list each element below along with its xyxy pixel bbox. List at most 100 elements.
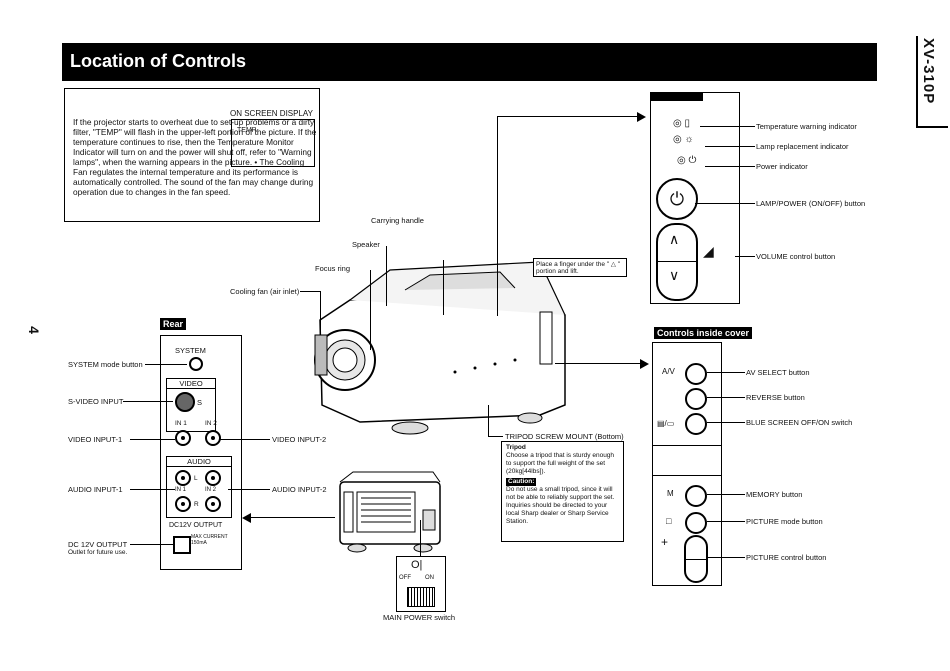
lamp-replacement-label: Lamp replacement indicator	[756, 142, 849, 151]
fan-leader-v	[320, 291, 321, 331]
arrow-head	[637, 112, 646, 122]
video-in2-text: IN 2	[205, 420, 217, 427]
main-power-on-text: ON	[425, 575, 434, 581]
inquiry-text: Inquiries should be directed to your loc…	[506, 502, 609, 525]
main-power-label: MAIN POWER switch	[383, 613, 456, 622]
lamp-leader	[705, 146, 755, 147]
lift-hint: Place a finger under the " △ " portion a…	[533, 258, 627, 277]
picture-control-label: PICTURE control button	[746, 553, 827, 562]
top-control-panel: ◎ ▯ ◎ ☼ ◎ ⏻ ⏻ ∧ ∨ ◢	[650, 92, 740, 304]
handle-leader	[443, 260, 444, 315]
rear-arrow-line	[250, 517, 335, 518]
panel-top-edge	[651, 93, 703, 101]
note-text: If the projector starts to overheat due …	[73, 117, 317, 197]
audio-heading: AUDIO	[167, 457, 231, 467]
volume-label: VOLUME control button	[756, 252, 836, 261]
osd-label: ON SCREEN DISPLAY	[230, 109, 313, 118]
dc12v-leader	[130, 544, 174, 545]
dc12v-note: Outlet for future use.	[68, 549, 128, 556]
caution-heading: Caution:	[506, 478, 537, 486]
audio-l-in1-jack[interactable]	[175, 470, 191, 486]
video-in1-jack[interactable]	[175, 430, 191, 446]
r-label: R	[194, 501, 199, 508]
s-video-leader	[123, 401, 173, 402]
page-title-bar: Location of Controls	[62, 43, 877, 81]
audio2-label: AUDIO INPUT-2	[272, 485, 327, 494]
divider-1	[653, 445, 721, 446]
main-power-switch[interactable]	[407, 587, 435, 607]
volume-wedge-icon: ◢	[703, 243, 714, 259]
speaker-label: Speaker	[352, 240, 380, 249]
caution-text: Do not use a small tripod, since it will…	[506, 486, 615, 501]
top-panel-arrow	[497, 116, 637, 117]
inside-cover-arrow	[555, 363, 640, 364]
fan-leader-h	[300, 291, 320, 292]
dc-output-jack[interactable]	[173, 536, 191, 554]
lamp-replacement-indicator: ◎ ☼	[673, 134, 694, 145]
video2-label: VIDEO INPUT-2	[272, 435, 327, 444]
video-in2-jack[interactable]	[205, 430, 221, 446]
volume-up-icon[interactable]: ∧	[669, 231, 680, 247]
audio-group: AUDIO	[166, 456, 232, 518]
picture-mode-icon: □	[666, 516, 672, 526]
volume-control-button[interactable]: ∧ ∨	[656, 223, 698, 301]
audio-r-in2-jack[interactable]	[205, 496, 221, 512]
rear-heading: Rear	[160, 318, 187, 330]
carrying-handle-label: Carrying handle	[371, 216, 424, 225]
tripod-text: Choose a tripod that is sturdy enough to…	[506, 452, 615, 475]
tripod-note: Tripod Choose a tripod that is sturdy en…	[501, 441, 624, 542]
s-video-jack[interactable]	[175, 392, 195, 412]
power-indicator-label: Power indicator	[756, 162, 808, 171]
main-power-panel: O| OFF ON	[396, 556, 446, 612]
inside-cover-panel: A/V ▤/▭ M □ +	[652, 342, 722, 586]
m-text: M	[667, 489, 674, 498]
blue-screen-switch[interactable]	[685, 413, 707, 435]
reverse-label: REVERSE button	[746, 393, 805, 402]
picture-mode-label: PICTURE mode button	[746, 517, 823, 526]
s-video-label: S-VIDEO INPUT	[68, 397, 124, 406]
picture-control-leader	[708, 557, 745, 558]
main-power-off-text: OFF	[399, 575, 411, 581]
tripod-title: Tripod	[506, 444, 526, 451]
blue-leader	[707, 422, 745, 423]
audio-in2-text: IN 2	[205, 487, 217, 493]
power-indicator: ◎ ⏻	[677, 155, 697, 166]
video-in1-text: IN 1	[175, 420, 187, 427]
audio2-leader	[228, 489, 270, 490]
temp-warning-label: Temperature warning indicator	[756, 122, 857, 131]
video-heading: VIDEO	[167, 379, 215, 389]
picture-control-button[interactable]	[684, 535, 708, 583]
projector-rear-sketch	[339, 471, 441, 553]
audio-l-in2-jack[interactable]	[205, 470, 221, 486]
av-select-button[interactable]	[685, 363, 707, 385]
reverse-button[interactable]	[685, 388, 707, 410]
rear-panel: SYSTEM VIDEO S IN 1 IN 2 AUDIO L IN 1 IN…	[160, 335, 242, 570]
dc12v-label: DC 12V OUTPUT	[68, 540, 128, 549]
picture-mode-leader	[707, 521, 745, 522]
memory-button[interactable]	[685, 485, 707, 507]
power-switch-icon: O|	[411, 559, 423, 571]
inside-cover-heading: Controls inside cover	[654, 327, 753, 339]
lamp-power-button[interactable]: ⏻	[656, 178, 698, 220]
cooling-fan-label: Cooling fan (air inlet)	[230, 287, 300, 296]
main-power-leader	[420, 520, 421, 560]
av-leader	[707, 372, 745, 373]
system-mode-button[interactable]	[189, 357, 203, 371]
video1-label: VIDEO INPUT-1	[68, 435, 123, 444]
rear-arrow-head	[242, 513, 251, 523]
tripod-leader-h	[488, 436, 503, 437]
plus-icon: +	[661, 535, 669, 549]
picture-mode-button[interactable]	[685, 512, 707, 534]
picture-control-divider	[686, 559, 706, 560]
model-name: XV-310P	[920, 38, 937, 105]
tripod-leader-v	[488, 405, 489, 437]
volume-down-icon[interactable]: ∨	[669, 267, 680, 283]
focus-leader	[370, 270, 371, 350]
audio-r-in1-jack[interactable]	[175, 496, 191, 512]
dc-output-text: DC12V OUTPUT	[169, 522, 223, 529]
page-number: 4	[25, 326, 42, 334]
av-text: A/V	[662, 367, 675, 376]
video2-leader	[220, 439, 270, 440]
osd-temp-text: TEMP.	[237, 127, 258, 134]
speaker-leader	[386, 246, 387, 306]
